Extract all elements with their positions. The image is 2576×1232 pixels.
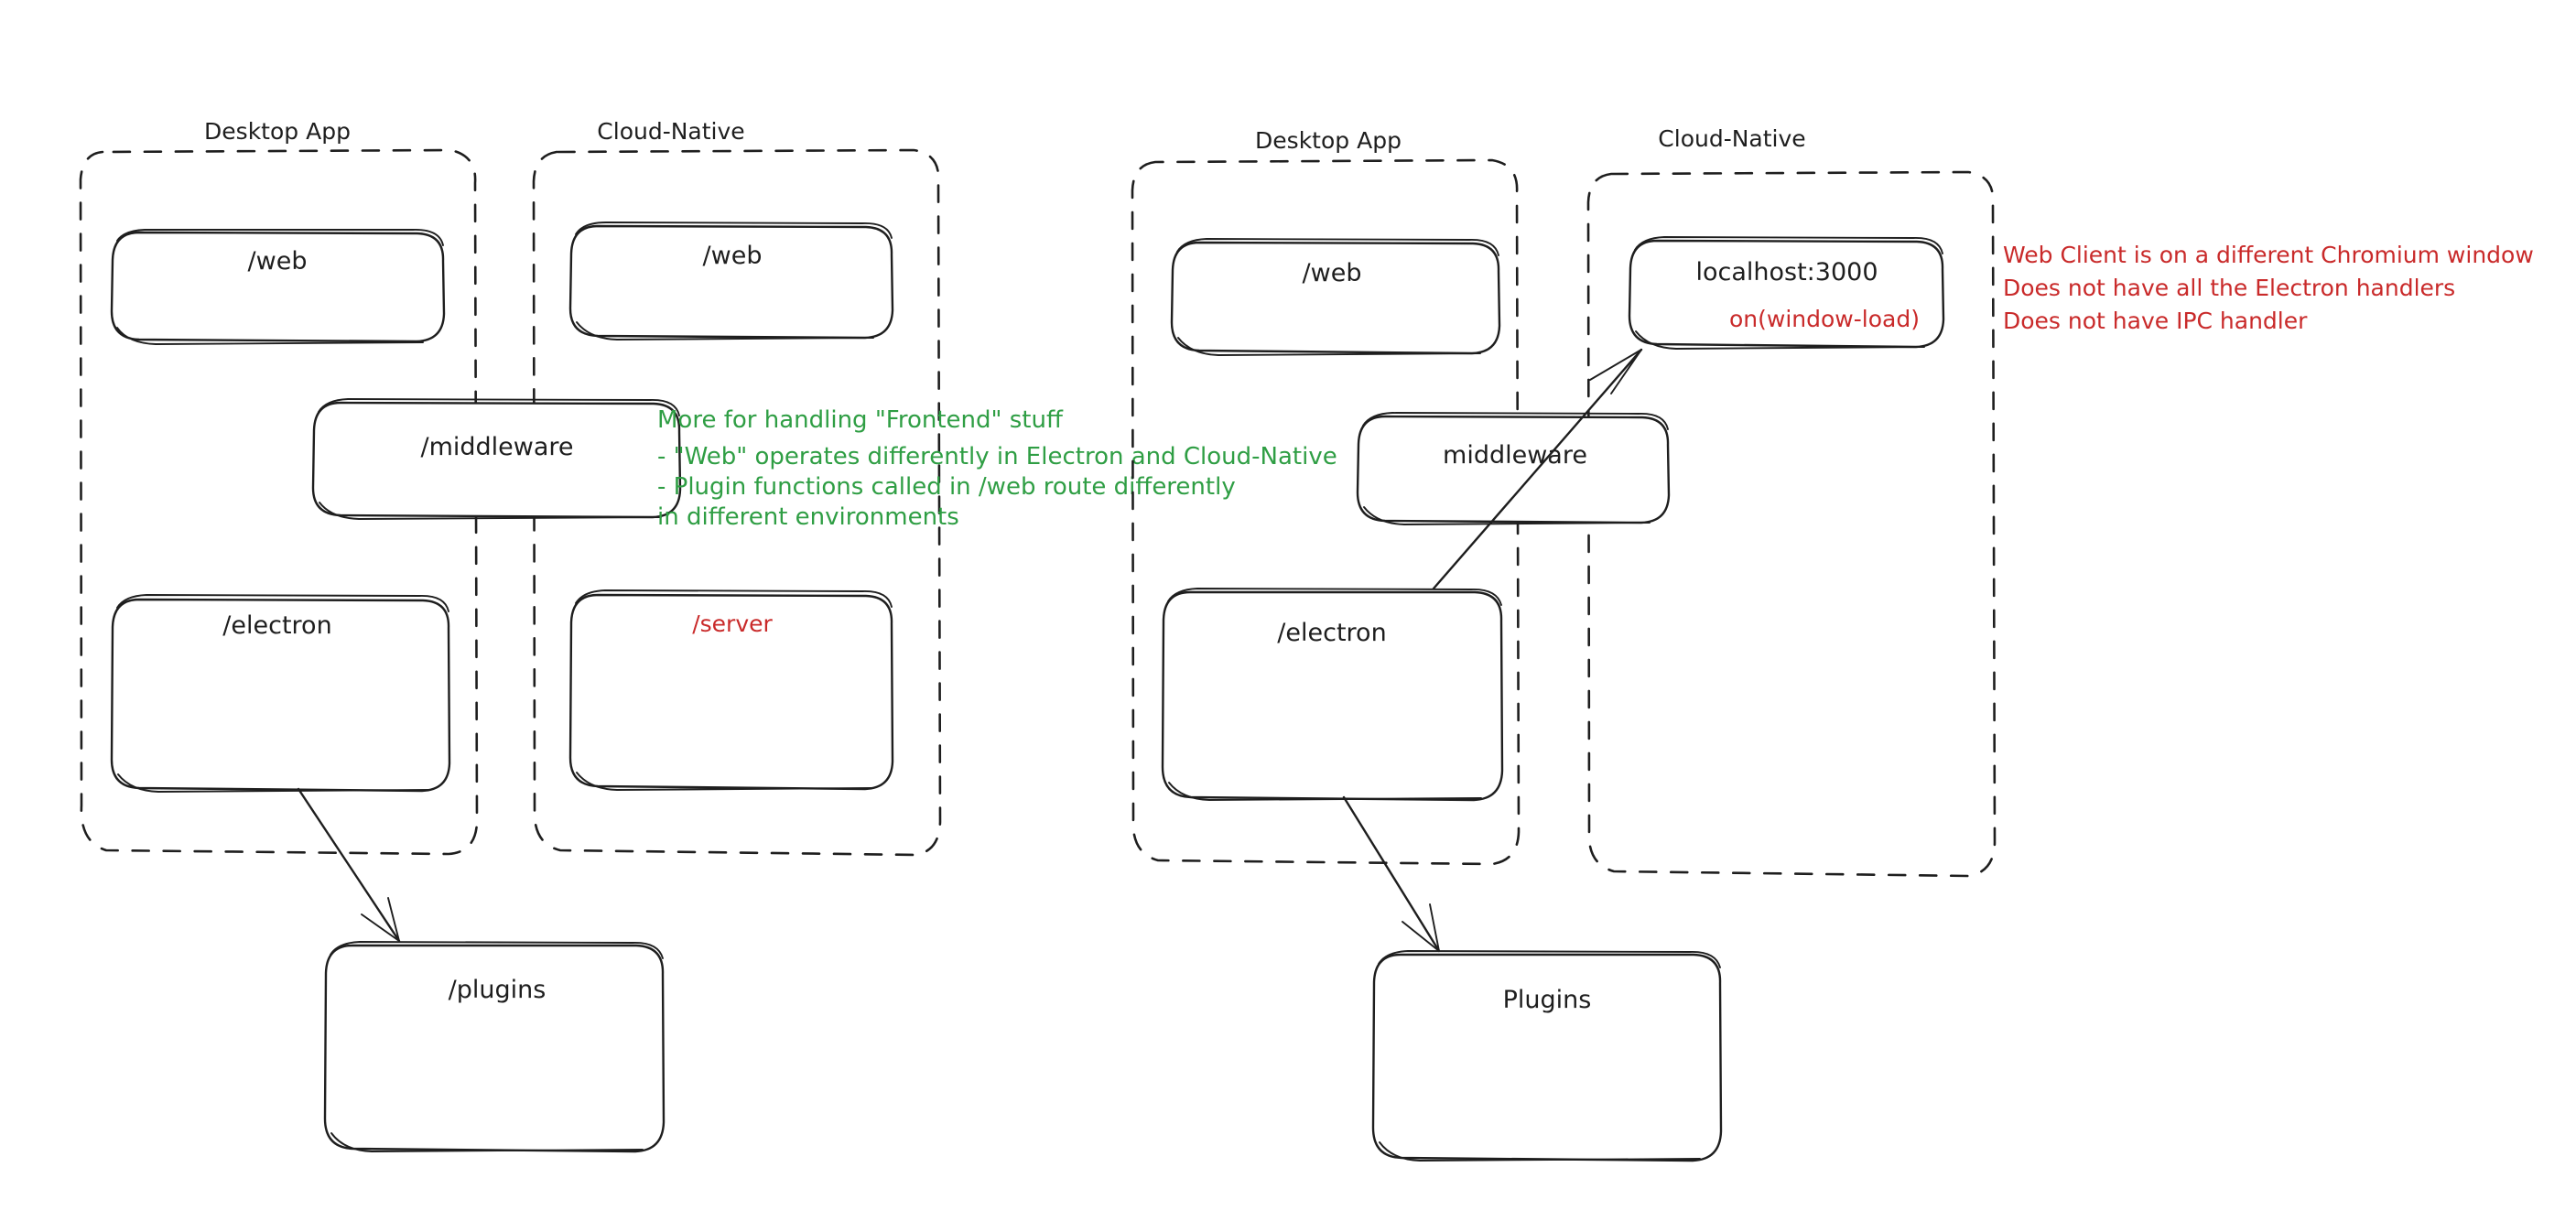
right-group-cloud-native-label: Cloud-Native — [1658, 125, 1805, 152]
node-right-localhost-label: localhost:3000 — [1695, 258, 1878, 286]
note-green-line-4: in different environments — [657, 503, 959, 531]
note-red-line-3: Does not have IPC handler — [2003, 308, 2308, 334]
right-group-cloud-native: Cloud-Native — [1586, 125, 1997, 878]
node-left-electron[interactable]: /electron — [110, 594, 451, 793]
left-group-cloud-native-label: Cloud-Native — [597, 118, 744, 145]
node-left-plugins-label: /plugins — [449, 976, 547, 1004]
node-right-plugins-label: Plugins — [1503, 986, 1592, 1014]
node-right-electron-label: /electron — [1277, 619, 1386, 647]
node-left-middleware[interactable]: /middleware — [311, 398, 682, 520]
node-left-middleware-label: /middleware — [420, 433, 573, 461]
note-green-line-2: - "Web" operates differently in Electron… — [657, 443, 1337, 470]
left-group-cloud-native: Cloud-Native — [532, 118, 942, 857]
arrow-right-electron-to-localhost — [1432, 348, 1643, 590]
node-right-localhost[interactable]: localhost:3000 on(window-load) — [1628, 236, 1945, 350]
left-group-desktop-app-label: Desktop App — [204, 118, 351, 145]
node-left-electron-label: /electron — [222, 611, 331, 640]
node-right-desktop-web-label: /web — [1303, 259, 1362, 287]
right-group-desktop-app: Desktop App — [1131, 127, 1521, 866]
node-right-middleware[interactable]: middleware — [1356, 412, 1671, 525]
node-left-desktop-web[interactable]: /web — [110, 229, 446, 345]
node-left-plugins[interactable]: /plugins — [323, 941, 666, 1153]
node-right-electron[interactable]: /electron — [1161, 588, 1504, 802]
node-left-server[interactable]: /server — [568, 589, 894, 791]
node-right-desktop-web[interactable]: /web — [1170, 238, 1501, 356]
node-left-cloud-web-label: /web — [703, 242, 763, 270]
arrow-left-electron-to-plugins — [297, 787, 401, 943]
right-group-desktop-app-label: Desktop App — [1255, 127, 1402, 154]
node-right-localhost-sublabel: on(window-load) — [1729, 306, 1920, 332]
node-right-plugins[interactable]: Plugins — [1371, 950, 1723, 1162]
node-left-desktop-web-label: /web — [248, 247, 308, 276]
note-red-line-1: Web Client is on a different Chromium wi… — [2003, 242, 2534, 268]
note-green-line-1: More for handling "Frontend" stuff — [657, 406, 1064, 434]
node-left-cloud-web[interactable]: /web — [568, 222, 894, 340]
note-green-line-3: - Plugin functions called in /web route … — [657, 473, 1236, 501]
left-group-desktop-app: Desktop App — [79, 118, 479, 856]
node-left-server-label: /server — [692, 611, 773, 637]
note-red-line-2: Does not have all the Electron handlers — [2003, 275, 2455, 301]
arrow-right-electron-to-plugins — [1342, 795, 1441, 953]
node-right-middleware-label: middleware — [1443, 441, 1587, 470]
note-green: More for handling "Frontend" stuff - "We… — [657, 406, 1337, 531]
note-red: Web Client is on a different Chromium wi… — [2003, 242, 2534, 334]
